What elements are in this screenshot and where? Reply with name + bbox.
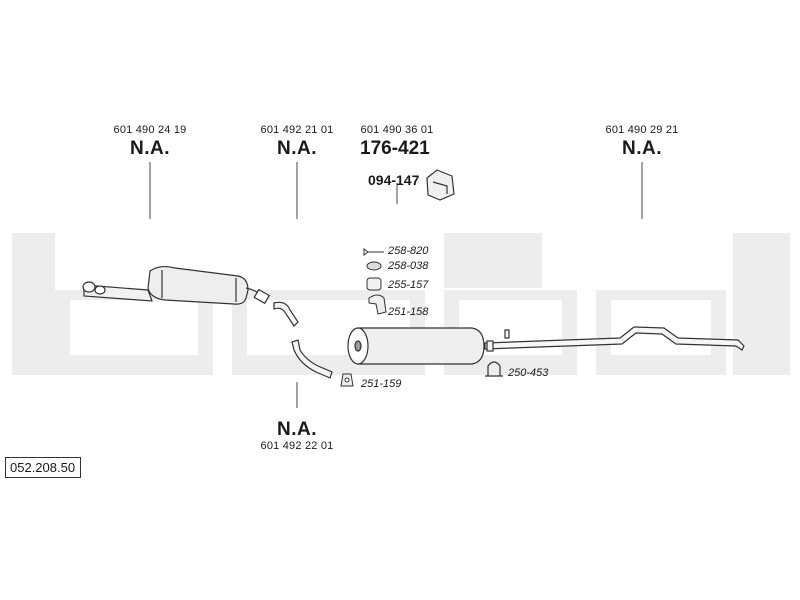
part-code-label: N.A. xyxy=(277,419,317,440)
u-clamp-icon xyxy=(485,361,503,377)
part-number-label: 255-157 xyxy=(388,279,429,291)
bolt-icon xyxy=(363,248,384,256)
oe-number-label: 601 492 21 01 xyxy=(260,124,334,136)
tail-pipe xyxy=(484,326,745,352)
part-code-label: 176-421 xyxy=(360,138,430,159)
oe-number-label: 601 492 22 01 xyxy=(260,440,334,452)
intermediate-pipe xyxy=(273,301,333,379)
part-number-label: 251-158 xyxy=(388,306,429,318)
part-number-label: 258-038 xyxy=(388,260,429,272)
part-number-label: 258-820 xyxy=(388,245,429,257)
oe-number-label: 601 490 36 01 xyxy=(360,124,434,136)
part-code-label: N.A. xyxy=(277,138,317,159)
rear-muffler xyxy=(347,327,485,365)
part-code-label: N.A. xyxy=(622,138,662,159)
oe-number-label: 601 490 24 19 xyxy=(113,124,187,136)
part-number-label: 251-159 xyxy=(361,378,402,390)
catalog-number-box: 052.208.50 xyxy=(5,457,82,478)
clamp-icon-251-159 xyxy=(340,373,354,387)
part-code-label: N.A. xyxy=(130,138,170,159)
rubber-ring-icon xyxy=(366,261,382,271)
oe-number-label: 601 490 29 21 xyxy=(605,124,679,136)
bracket-code-label: 094-147 xyxy=(368,172,420,188)
clamp-icon xyxy=(366,277,382,291)
bracket-094-147 xyxy=(426,169,455,201)
hanger-icon xyxy=(368,294,387,315)
part-number-label: 250-453 xyxy=(508,367,549,379)
front-muffler xyxy=(82,265,271,305)
